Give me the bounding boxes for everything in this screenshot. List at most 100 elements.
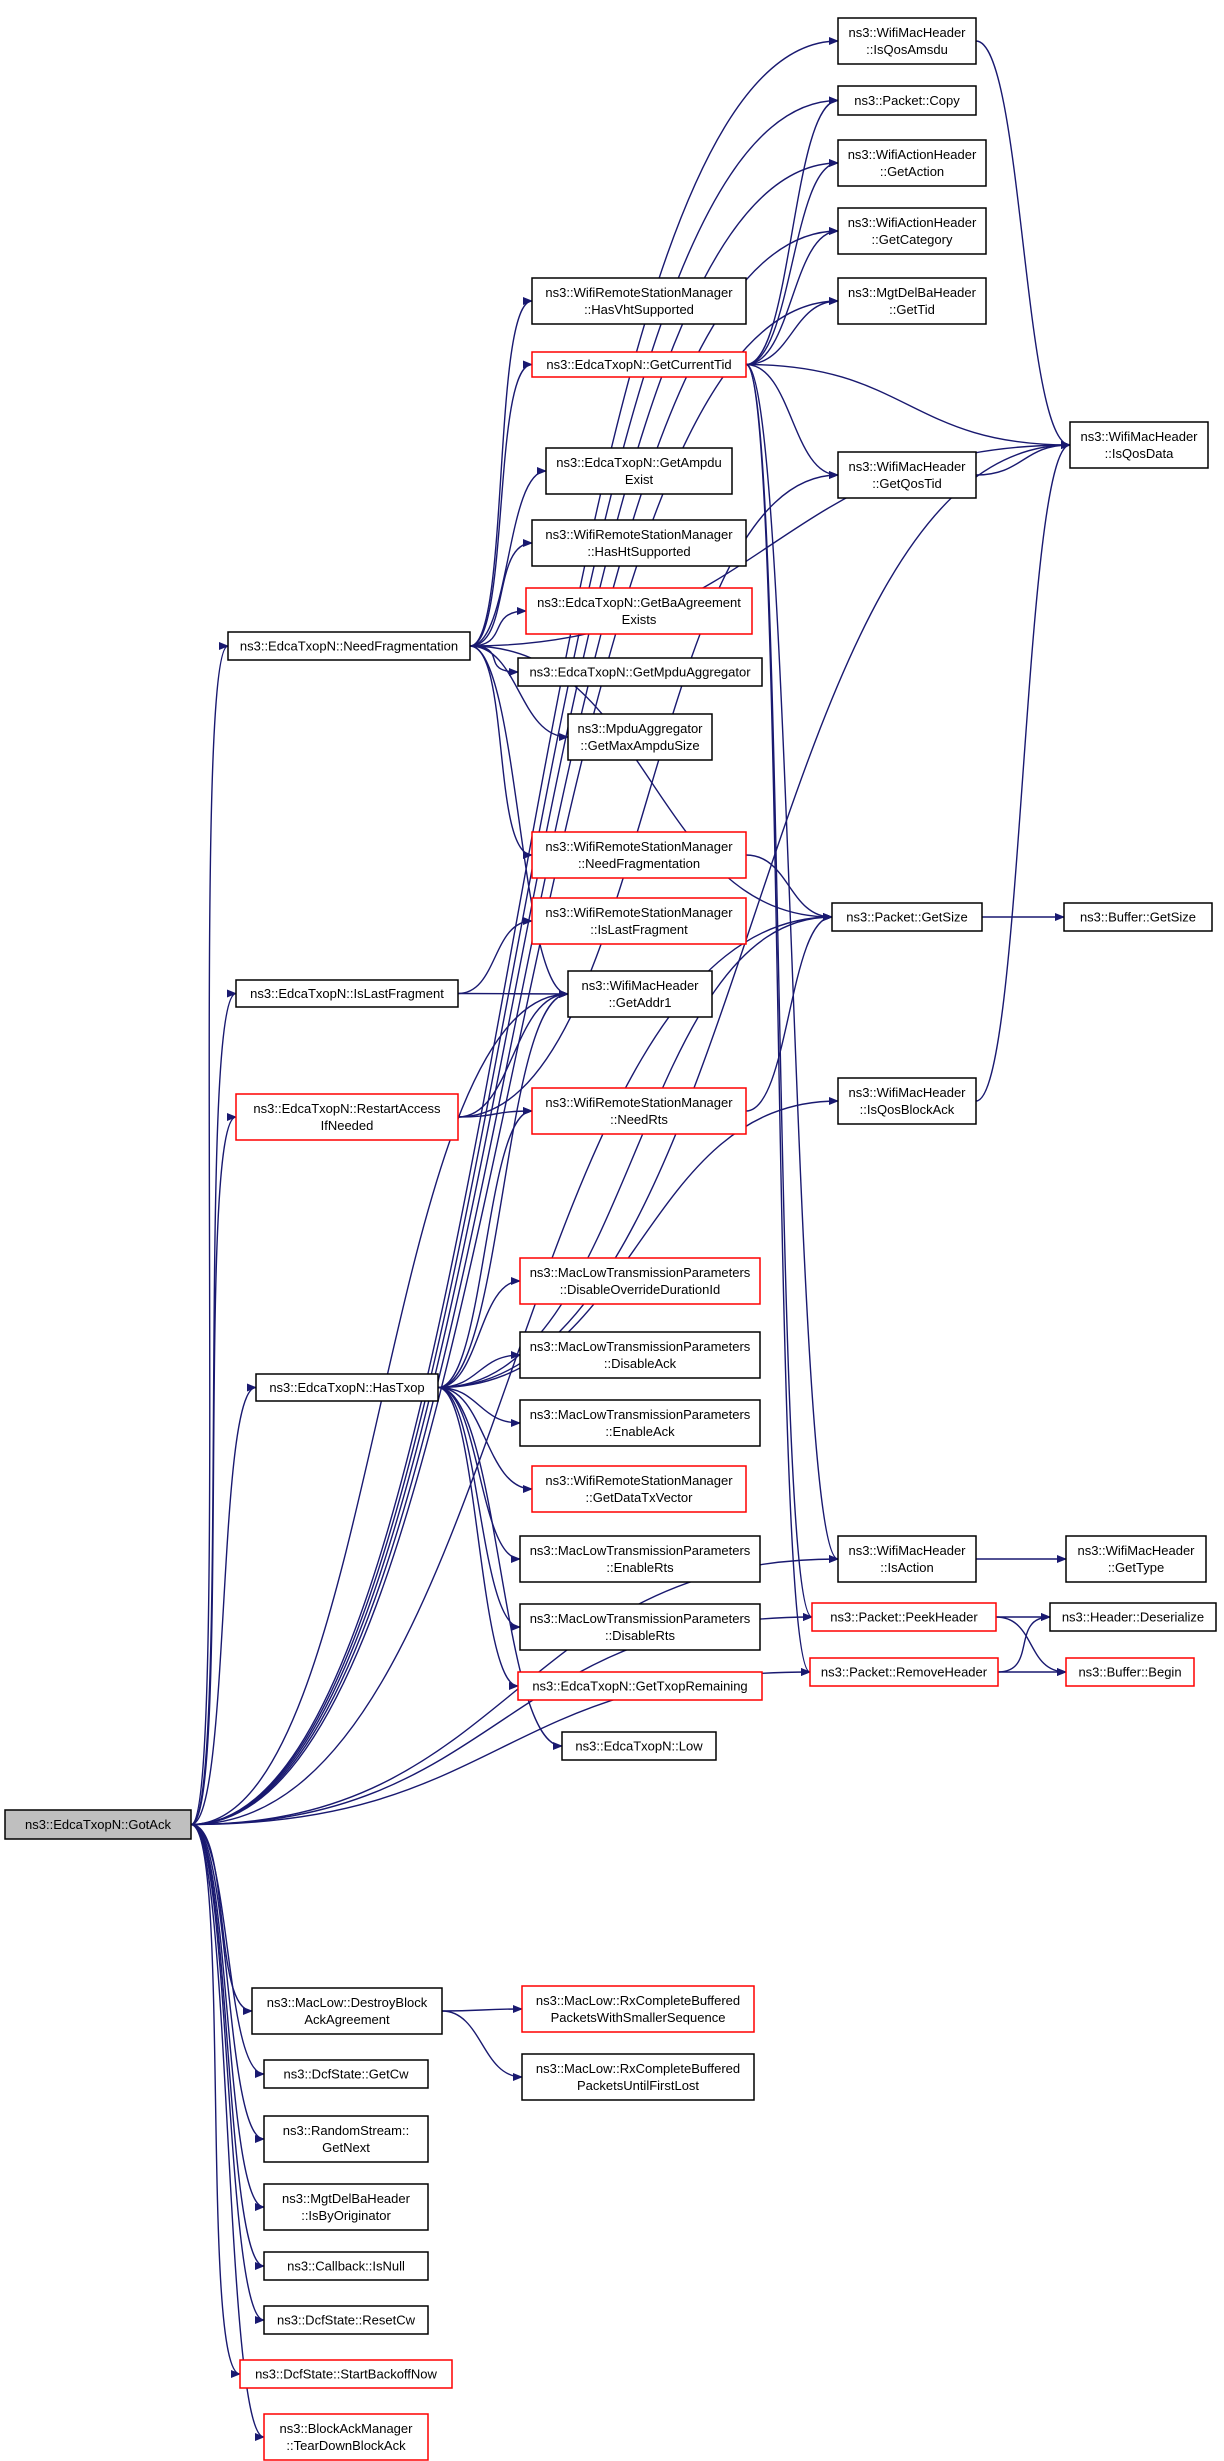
node-label: ns3::WifiRemoteStationManager <box>545 527 733 542</box>
node-wrsmislast[interactable]: ns3::WifiRemoteStationManager::IsLastFra… <box>531 897 747 945</box>
node-startbackoff[interactable]: ns3::DcfState::StartBackoffNow <box>239 2359 453 2389</box>
node-label: ::GetType <box>1108 1560 1164 1575</box>
node-label: ns3::Buffer::Begin <box>1078 1665 1181 1680</box>
node-bufgetsize[interactable]: ns3::Buffer::GetSize <box>1063 902 1213 932</box>
node-isaction[interactable]: ns3::WifiMacHeader::IsAction <box>837 1535 977 1583</box>
node-label: ns3::MpduAggregator <box>577 721 703 736</box>
node-pktcopy[interactable]: ns3::Packet::Copy <box>837 85 977 116</box>
node-box <box>531 897 747 945</box>
node-isqosdata[interactable]: ns3::WifiMacHeader::IsQosData <box>1069 421 1209 469</box>
node-hasht[interactable]: ns3::WifiRemoteStationManager::HasHtSupp… <box>531 519 747 567</box>
node-isqosamsdu[interactable]: ns3::WifiMacHeader::IsQosAmsdu <box>837 17 977 65</box>
edge-needfrag-to-getmpdu <box>469 645 519 676</box>
node-islastfrag[interactable]: ns3::EdcaTxopN::IsLastFragment <box>235 979 459 1008</box>
node-box <box>567 713 713 761</box>
node-disoverride[interactable]: ns3::MacLowTransmissionParameters::Disab… <box>519 1257 761 1305</box>
node-box <box>239 2359 453 2389</box>
node-label: ns3::MacLow::RxCompleteBuffered <box>536 1993 740 2008</box>
node-getcurrenttid[interactable]: ns3::EdcaTxopN::GetCurrentTid <box>531 351 747 378</box>
node-label: ns3::Callback::IsNull <box>287 2259 405 2274</box>
node-box <box>1069 421 1209 469</box>
node-box <box>531 1465 747 1513</box>
edge-removeheader-to-deserialize <box>997 1613 1051 1673</box>
edge-needfrag-to-hasvht <box>469 297 533 647</box>
node-enack[interactable]: ns3::MacLowTransmissionParameters::Enabl… <box>519 1399 761 1447</box>
node-removeheader[interactable]: ns3::Packet::RemoveHeader <box>809 1657 999 1687</box>
node-label: ns3::EdcaTxopN::GetTxopRemaining <box>532 1679 747 1694</box>
node-low[interactable]: ns3::EdcaTxopN::Low <box>561 1731 717 1761</box>
node-teardown[interactable]: ns3::BlockAckManager::TearDownBlockAck <box>263 2413 429 2461</box>
node-deserialize[interactable]: ns3::Header::Deserialize <box>1049 1602 1217 1632</box>
node-label: ns3::WifiRemoteStationManager <box>545 1473 733 1488</box>
node-getcategory[interactable]: ns3::WifiActionHeader::GetCategory <box>837 207 987 255</box>
node-isnull[interactable]: ns3::Callback::IsNull <box>263 2251 429 2281</box>
edge-gotack-to-getnext <box>190 1823 265 2143</box>
node-gotack[interactable]: ns3::EdcaTxopN::GotAck <box>4 1809 192 1840</box>
edge-gotack-to-resetcw <box>190 1823 265 2324</box>
node-getnext[interactable]: ns3::RandomStream::GetNext <box>263 2115 429 2163</box>
edge-getqostid-to-isqosdata <box>975 441 1071 476</box>
node-label: ns3::MacLowTransmissionParameters <box>530 1407 751 1422</box>
edge-gotack-to-needfrag <box>190 642 229 1826</box>
node-rxsmaller[interactable]: ns3::MacLow::RxCompleteBufferedPacketsWi… <box>521 1985 755 2033</box>
node-getmpdu[interactable]: ns3::EdcaTxopN::GetMpduAggregator <box>517 657 763 687</box>
node-disrts[interactable]: ns3::MacLowTransmissionParameters::Disab… <box>519 1603 761 1651</box>
edge-getcurrenttid-to-pktcopy <box>745 96 839 366</box>
node-delbagettid[interactable]: ns3::MgtDelBaHeader::GetTid <box>837 277 987 325</box>
edge-wrsmneedfrag-to-pktgetsize <box>745 854 833 921</box>
node-getdatatx[interactable]: ns3::WifiRemoteStationManager::GetDataTx… <box>531 1465 747 1513</box>
node-needfrag[interactable]: ns3::EdcaTxopN::NeedFragmentation <box>227 631 471 661</box>
node-label: ns3::EdcaTxopN::GetMpduAggregator <box>529 665 751 680</box>
node-getcw[interactable]: ns3::DcfState::GetCw <box>263 2059 429 2089</box>
node-getaction[interactable]: ns3::WifiActionHeader::GetAction <box>837 139 987 187</box>
node-box <box>531 351 747 378</box>
node-hastxop[interactable]: ns3::EdcaTxopN::HasTxop <box>255 1373 439 1402</box>
node-box <box>1065 1657 1195 1687</box>
node-hasvht[interactable]: ns3::WifiRemoteStationManager::HasVhtSup… <box>531 277 747 325</box>
node-enrts[interactable]: ns3::MacLowTransmissionParameters::Enabl… <box>519 1535 761 1583</box>
node-getaddr1[interactable]: ns3::WifiMacHeader::GetAddr1 <box>567 970 713 1018</box>
node-label: ns3::Header::Deserialize <box>1062 1610 1204 1625</box>
node-label: PacketsWithSmallerSequence <box>551 2010 726 2025</box>
node-label: ::HasVhtSupported <box>584 302 694 317</box>
edge-getcurrenttid-to-delbagettid <box>745 297 839 366</box>
node-rxfirstlost[interactable]: ns3::MacLow::RxCompleteBufferedPacketsUn… <box>521 2053 755 2101</box>
node-isqosblockack[interactable]: ns3::WifiMacHeader::IsQosBlockAck <box>837 1077 977 1125</box>
edge-gotack-to-teardown <box>190 1823 265 2441</box>
node-pktgetsize[interactable]: ns3::Packet::GetSize <box>831 902 983 932</box>
node-box <box>255 1373 439 1402</box>
node-box <box>519 1331 761 1379</box>
node-label: ::NeedRts <box>610 1112 668 1127</box>
node-label: ::GetAddr1 <box>609 995 672 1010</box>
node-isbyorig[interactable]: ns3::MgtDelBaHeader::IsByOriginator <box>263 2183 429 2231</box>
node-disack[interactable]: ns3::MacLowTransmissionParameters::Disab… <box>519 1331 761 1379</box>
node-bufbegin[interactable]: ns3::Buffer::Begin <box>1065 1657 1195 1687</box>
node-label: ::HasHtSupported <box>587 544 690 559</box>
node-label: ns3::MacLowTransmissionParameters <box>530 1611 751 1626</box>
node-label: ns3::WifiMacHeader <box>581 978 699 993</box>
node-wrsmneedfrag[interactable]: ns3::WifiRemoteStationManager::NeedFragm… <box>531 831 747 879</box>
node-box <box>227 631 471 661</box>
node-getqostid[interactable]: ns3::WifiMacHeader::GetQosTid <box>837 451 977 499</box>
node-box <box>837 207 987 255</box>
edge-gotack-to-hastxop <box>190 1383 257 1826</box>
node-label: ns3::MacLowTransmissionParameters <box>530 1339 751 1354</box>
node-maxampdu[interactable]: ns3::MpduAggregator::GetMaxAmpduSize <box>567 713 713 761</box>
node-gettxoprem[interactable]: ns3::EdcaTxopN::GetTxopRemaining <box>517 1671 763 1701</box>
node-label: ::NeedFragmentation <box>578 856 700 871</box>
edge-gotack-to-isbyorig <box>190 1823 265 2211</box>
node-label: ns3::EdcaTxopN::GetBaAgreement <box>537 595 741 610</box>
node-box <box>1063 902 1213 932</box>
edge-needfrag-to-getaddr1 <box>469 645 569 998</box>
node-label: ns3::Packet::Copy <box>854 93 960 108</box>
node-needrts[interactable]: ns3::WifiRemoteStationManager::NeedRts <box>531 1087 747 1135</box>
edge-needfrag-to-maxampdu <box>469 645 569 741</box>
node-label: ::GetMaxAmpduSize <box>580 738 699 753</box>
node-resetcw[interactable]: ns3::DcfState::ResetCw <box>263 2305 429 2335</box>
node-peekheader[interactable]: ns3::Packet::PeekHeader <box>811 1602 997 1632</box>
node-gettype[interactable]: ns3::WifiMacHeader::GetType <box>1065 1535 1207 1583</box>
